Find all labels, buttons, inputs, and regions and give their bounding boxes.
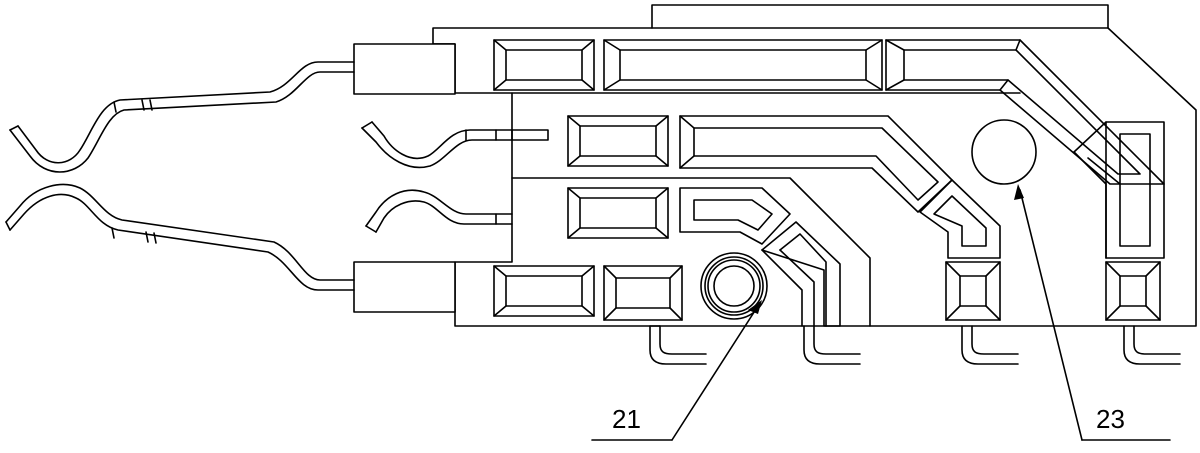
slot-row-4 [493,265,683,321]
housing [432,4,1197,327]
arrowhead-23 [1014,184,1024,200]
slot-row-2 [567,115,1001,321]
slot-row-1 [493,39,1165,321]
element-21-terminal [700,252,768,320]
bottom-pins [649,325,1181,365]
slot-row-3 [567,187,841,327]
upper-connector-block [353,43,456,95]
callout-21: 21 [591,300,762,441]
callout-23: 23 [1014,184,1171,441]
arrowhead-21 [748,300,762,314]
upper-short-lead [361,121,549,169]
label-23: 23 [1096,404,1125,434]
upper-long-lead [9,61,355,173]
element-23-hole [971,119,1037,185]
lower-long-lead [5,183,355,291]
label-21: 21 [612,404,641,434]
lower-connector-block [353,261,456,313]
lower-short-lead [365,189,513,233]
